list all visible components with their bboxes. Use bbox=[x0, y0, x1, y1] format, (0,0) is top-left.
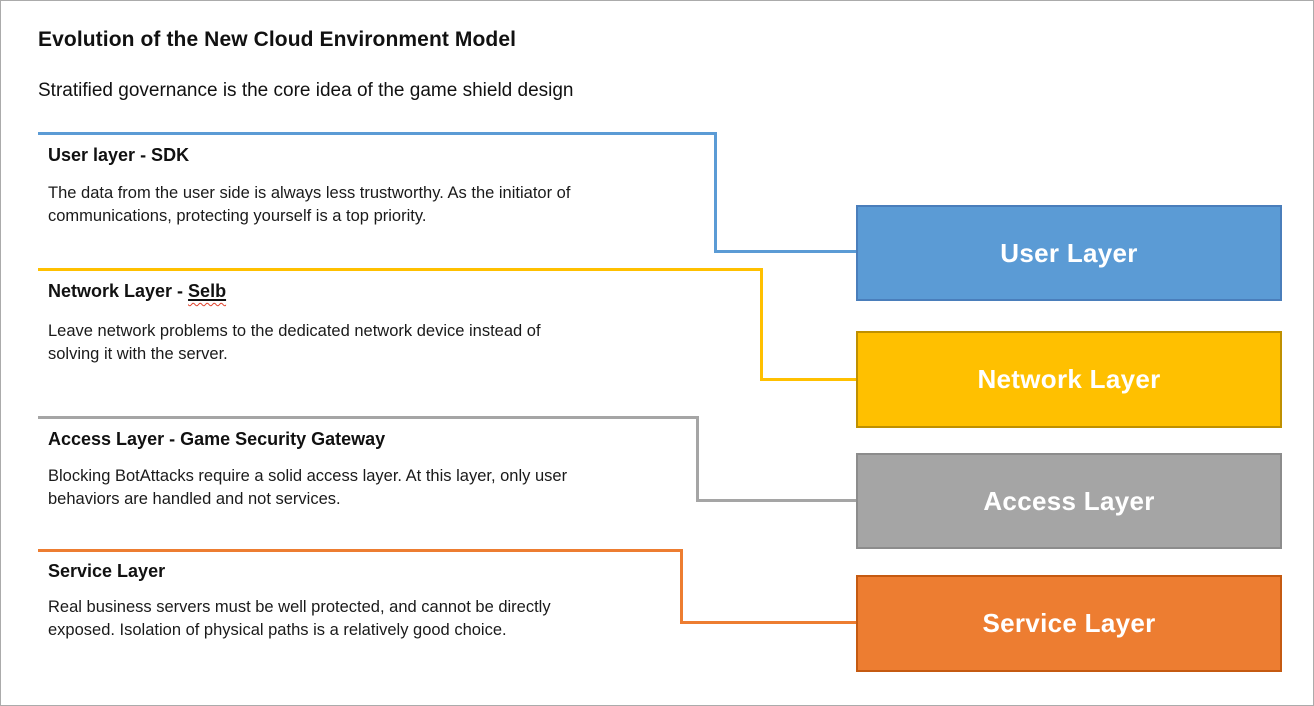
heading-prefix: Network Layer - bbox=[48, 281, 189, 301]
connector-lower-line-access bbox=[696, 499, 856, 502]
layer-box-access: Access Layer bbox=[856, 453, 1282, 549]
connector-lower-line-service bbox=[680, 621, 856, 624]
connector-vertical-service bbox=[680, 549, 683, 624]
spellcheck-squiggle: Selb bbox=[188, 281, 226, 301]
layer-box-user: User Layer bbox=[856, 205, 1282, 301]
section-heading-user: User layer - SDK bbox=[48, 145, 190, 165]
layer-box-label-user: User Layer bbox=[1000, 237, 1138, 268]
section-description-access: Blocking BotAttacks require a solid acce… bbox=[48, 467, 568, 508]
connector-top-line-access bbox=[38, 416, 699, 419]
underlined-word: Selb bbox=[188, 281, 227, 301]
section-description-service: Real business servers must be well prote… bbox=[48, 598, 551, 639]
section-heading-service: Service Layer bbox=[48, 561, 166, 581]
connector-top-line-service bbox=[38, 549, 683, 552]
section-heading-network: Network Layer - Selb bbox=[48, 281, 226, 302]
connector-top-line-network bbox=[38, 268, 763, 271]
connector-vertical-access bbox=[696, 416, 699, 502]
connector-vertical-user bbox=[714, 132, 717, 253]
connector-lower-line-user bbox=[714, 250, 856, 253]
layer-box-label-access: Access Layer bbox=[983, 485, 1155, 516]
layer-box-network: Network Layer bbox=[856, 331, 1282, 428]
page-title: Evolution of the New Cloud Environment M… bbox=[38, 28, 517, 51]
section-description-network: Leave network problems to the dedicated … bbox=[48, 322, 541, 363]
connector-vertical-network bbox=[760, 268, 763, 381]
connector-top-line-user bbox=[38, 132, 717, 135]
layer-box-label-network: Network Layer bbox=[977, 364, 1161, 394]
layer-box-service: Service Layer bbox=[856, 575, 1282, 672]
layer-box-label-service: Service Layer bbox=[982, 608, 1156, 638]
page-subtitle: Stratified governance is the core idea o… bbox=[38, 80, 574, 101]
section-heading-access: Access Layer - Game Security Gateway bbox=[48, 429, 386, 449]
connector-lower-line-network bbox=[760, 378, 856, 381]
section-description-user: The data from the user side is always le… bbox=[48, 184, 571, 225]
